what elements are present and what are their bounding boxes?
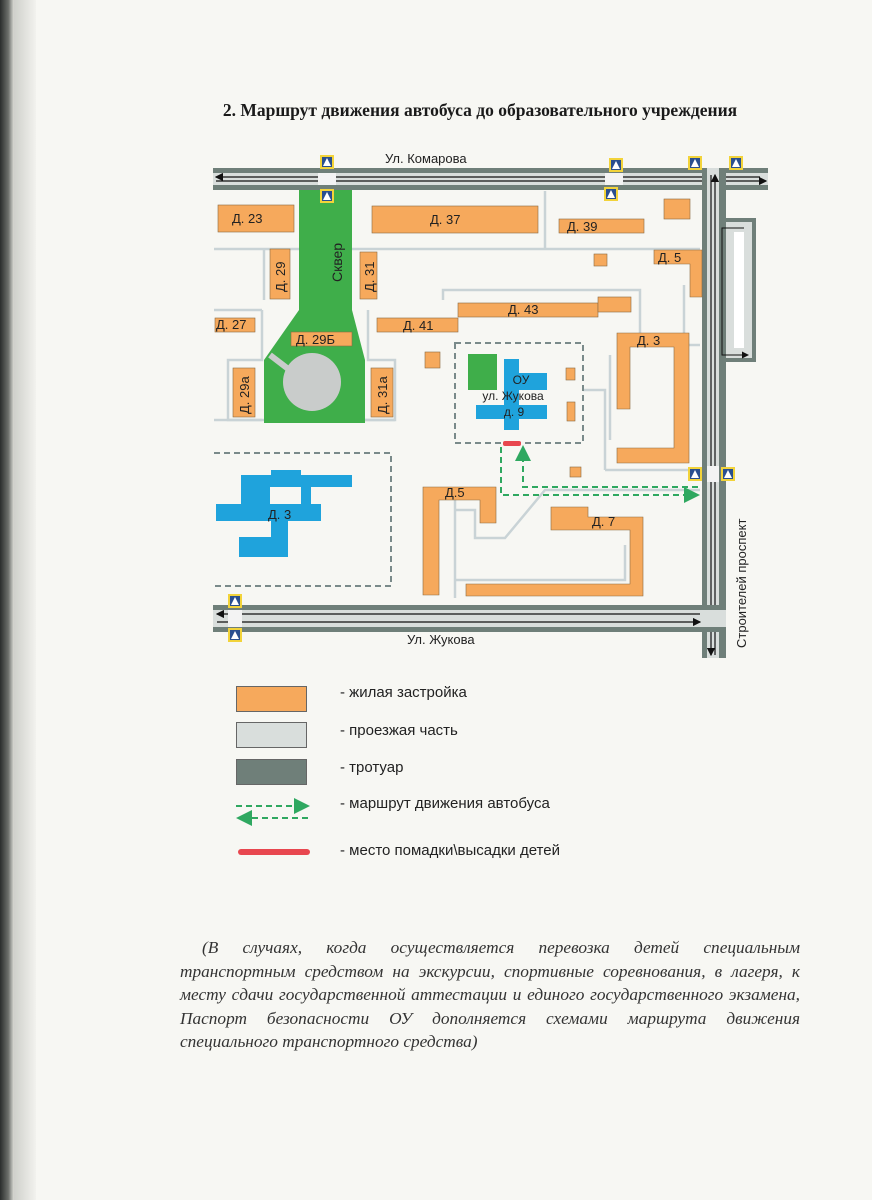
school-label-2: ул. Жукова (482, 389, 544, 403)
residential-buildings (214, 198, 703, 597)
school-label-1: ОУ (513, 373, 530, 387)
crosswalk (318, 173, 336, 185)
bus-route-arrows-icon (236, 798, 310, 826)
scan-edge-shadow (14, 0, 36, 1200)
legend-roadway-label: - проезжая часть (340, 722, 458, 739)
sidewalk-swatch-icon (236, 759, 307, 785)
legend-stop-label: - место помадки\высадки детей (340, 842, 560, 859)
stop-line-icon (238, 849, 310, 855)
label-d41: Д. 41 (403, 318, 434, 333)
street-label-zhukova: Ул. Жукова (407, 632, 475, 647)
crossing-sign-icon (320, 189, 334, 203)
roadway-swatch-icon (236, 722, 307, 748)
crosswalk (707, 466, 719, 482)
label-d43: Д. 43 (508, 302, 539, 317)
page-title: 2. Маршрут движения автобуса до образова… (222, 100, 738, 120)
label-d37: Д. 37 (430, 212, 461, 227)
bus-route (500, 445, 700, 503)
building-d3-left: Д. 3 (214, 452, 392, 587)
crossing-sign-icon (729, 156, 743, 170)
pickup-dropoff-spot (503, 441, 521, 446)
label-d3-left: Д. 3 (268, 507, 291, 522)
school-label-3: д. 9 (504, 405, 525, 419)
crossing-sign-icon (609, 158, 623, 172)
building-labels: Д. 23 Д. 37 Д. 39 Д. 5 Д. 29 Д. 31 Д. 27… (216, 211, 681, 529)
label-d3-right: Д. 3 (637, 333, 660, 348)
route-map: Ул. Комарова Ул. Жукова Строителей просп… (213, 151, 768, 658)
school-building (476, 359, 547, 430)
street-label-stroiteley: Строителей проспект (734, 519, 749, 648)
residential-swatch-icon (236, 686, 307, 712)
legend-residential-label: - жилая застройка (340, 684, 467, 701)
scan-edge (0, 0, 14, 1200)
legend-route-label: - маршрут движения автобуса (340, 795, 550, 812)
crosswalk (605, 173, 623, 185)
road-stroiteley (702, 168, 756, 658)
crossing-sign-icon (228, 594, 242, 608)
road-zhukova (213, 605, 726, 632)
crossing-sign-icon (688, 156, 702, 170)
crossing-sign-icon (228, 628, 242, 642)
label-d23: Д. 23 (232, 211, 263, 226)
note-paragraph: (В случаях, когда осуществляется перевоз… (180, 938, 800, 1051)
label-d29b: Д. 29Б (296, 332, 335, 347)
crossing-sign-icon (604, 187, 618, 201)
crossing-sign-icon (320, 155, 334, 169)
label-d7: Д. 7 (592, 514, 615, 529)
label-d5-top: Д. 5 (658, 250, 681, 265)
street-label-komarova: Ул. Комарова (385, 151, 467, 166)
road-komarova (213, 168, 768, 190)
legend-sidewalk-label: - тротуар (340, 759, 404, 776)
label-d29: Д. 29 (273, 262, 288, 293)
crossing-sign-icon (721, 467, 735, 481)
label-d39: Д. 39 (567, 219, 598, 234)
label-d27: Д. 27 (216, 317, 247, 332)
park-skver: Сквер (264, 190, 365, 423)
label-d31a: Д. 31а (375, 376, 390, 414)
label-d31: Д. 31 (362, 262, 377, 293)
label-d29a: Д. 29а (237, 376, 252, 414)
label-d5-bottom: Д.5 (445, 485, 465, 500)
school-area: ОУ ул. Жукова д. 9 (454, 342, 584, 446)
park-label: Сквер (329, 243, 345, 282)
crossing-sign-icon (688, 467, 702, 481)
